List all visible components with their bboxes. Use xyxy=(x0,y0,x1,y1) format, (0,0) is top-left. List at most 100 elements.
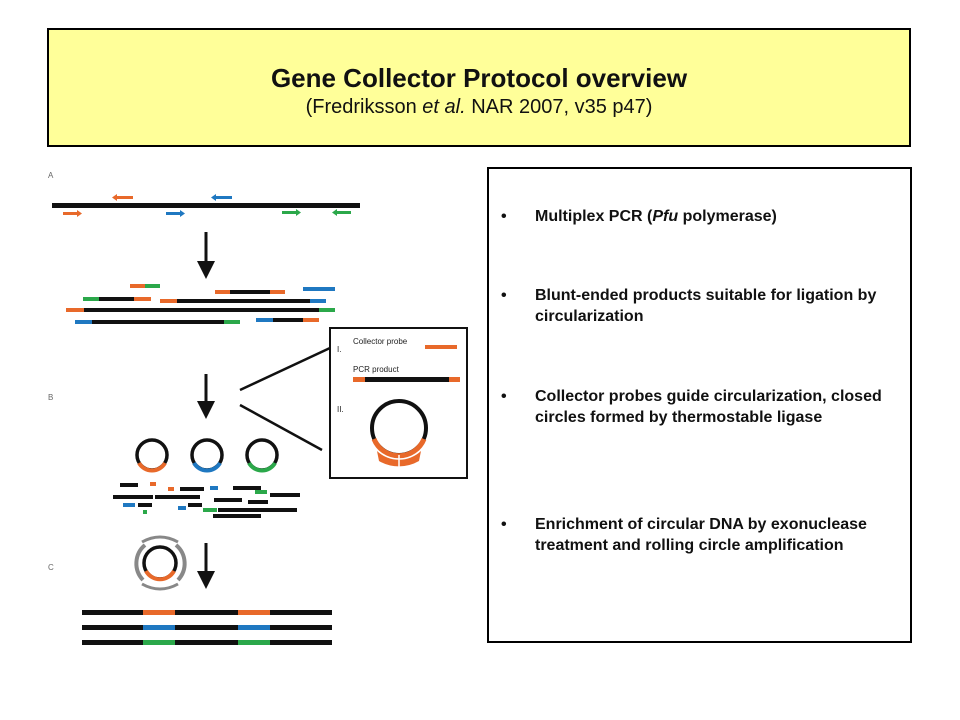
linear-fragment xyxy=(213,514,261,518)
rca-repeat-orange xyxy=(238,610,270,615)
linear-fragment xyxy=(270,493,300,497)
citation-suffix: NAR 2007, v35 p47) xyxy=(465,96,653,118)
linear-fragment xyxy=(120,483,138,487)
circularized-products xyxy=(135,438,279,473)
pcr-product xyxy=(256,318,273,322)
inset-step-2: II. xyxy=(337,405,344,414)
circle-segment-blue xyxy=(192,461,222,473)
linear-fragment xyxy=(123,503,135,507)
primer-orange-left xyxy=(112,194,133,201)
pcr-product xyxy=(303,287,320,291)
linear-fragment xyxy=(143,510,147,514)
inset-circularization-detail: I. Collector probe PCR product II. xyxy=(329,327,468,479)
collector-probe-bound xyxy=(377,451,421,467)
pcr-product xyxy=(320,287,335,291)
primer-blue-right xyxy=(166,210,185,217)
title-box: Gene Collector Protocol overview (Fredri… xyxy=(47,28,911,147)
panel-label-b: B xyxy=(48,393,53,402)
bullet-marker: • xyxy=(501,287,507,304)
citation-prefix: (Fredriksson xyxy=(305,96,423,118)
linear-fragment xyxy=(168,487,174,491)
pcr-product-label: PCR product xyxy=(353,365,400,374)
zoom-line-top xyxy=(239,346,331,392)
pcr-product xyxy=(224,320,240,324)
bullet-list-box: • Multiplex PCR (Pfu polymerase) • Blunt… xyxy=(487,167,912,643)
pcr-products xyxy=(66,284,335,324)
bullet-text-italic: Pfu xyxy=(652,208,679,225)
protocol-figure: A B C xyxy=(48,171,468,645)
pcr-product xyxy=(310,299,326,303)
rca-repeat-orange xyxy=(143,610,175,615)
rca-repeat-blue xyxy=(238,625,270,630)
bullet-marker: • xyxy=(501,388,507,405)
rca-repeat-green xyxy=(143,640,175,645)
pcr-product xyxy=(99,297,134,301)
rca-product-strand-1 xyxy=(82,610,332,615)
pcr-product xyxy=(75,320,92,324)
linear-fragment xyxy=(262,508,297,512)
pcr-product xyxy=(66,308,84,312)
panel-label-c: C xyxy=(48,563,54,572)
pcr-product xyxy=(230,290,270,294)
linear-fragment xyxy=(218,508,263,512)
rca-repeat-blue xyxy=(143,625,175,630)
linear-fragment xyxy=(203,508,217,512)
circle-segment-green xyxy=(247,461,277,473)
linear-fragment xyxy=(248,500,268,504)
linear-fragment xyxy=(214,498,242,502)
pcr-product xyxy=(134,297,151,301)
pcr-product xyxy=(215,290,230,294)
collector-probe-bar xyxy=(425,345,457,349)
pcr-product-bar-right xyxy=(449,377,460,382)
pcr-product-bar-left xyxy=(353,377,365,382)
pcr-product xyxy=(303,318,319,322)
zoom-line-bottom xyxy=(239,403,323,452)
linear-fragment xyxy=(138,503,152,507)
genomic-dna-strand xyxy=(52,203,360,208)
rca-product-strand-2 xyxy=(82,625,332,630)
pcr-product xyxy=(84,308,319,312)
panel-label-a: A xyxy=(48,171,54,180)
rca-product-strand-3 xyxy=(82,640,332,645)
bullet-text: Blunt-ended products suitable for ligati… xyxy=(535,287,877,325)
linear-fragments xyxy=(113,482,300,518)
primer-green-right xyxy=(282,209,301,216)
linear-fragment xyxy=(233,486,261,490)
bullet-marker: • xyxy=(501,208,507,225)
bullet-text: Enrichment of circular DNA by exonucleas… xyxy=(535,516,867,554)
linear-fragment xyxy=(210,486,218,490)
pcr-product xyxy=(270,290,285,294)
enriched-circle-orange xyxy=(144,569,176,582)
linear-fragment xyxy=(178,506,186,510)
primer-arrows xyxy=(63,194,351,217)
pcr-product xyxy=(177,299,310,303)
primer-orange-right xyxy=(63,210,82,217)
primer-blue-left xyxy=(211,194,232,201)
pcr-product xyxy=(145,284,160,288)
pcr-product xyxy=(160,299,177,303)
exonuclease-arc-left xyxy=(134,543,147,582)
citation: (Fredriksson et al. NAR 2007, v35 p47) xyxy=(49,96,909,119)
linear-fragment xyxy=(255,490,267,494)
panel-a-genomic-dna xyxy=(52,194,360,217)
pcr-product xyxy=(83,297,99,301)
circle-segment-orange xyxy=(137,461,167,473)
collector-probe-label: Collector probe xyxy=(353,337,408,346)
panel-c-enrichment xyxy=(82,535,332,645)
pcr-product xyxy=(130,284,145,288)
bullet-text-part: Multiplex PCR ( xyxy=(535,208,653,225)
exonuclease-arc-bottom xyxy=(141,582,179,591)
citation-et-al: et al. xyxy=(422,96,466,118)
linear-fragment xyxy=(155,495,200,499)
pcr-product xyxy=(92,320,224,324)
inset-step-1: I. xyxy=(337,345,341,354)
exonuclease-arc-right xyxy=(174,543,187,582)
exonuclease-arc-top xyxy=(141,535,179,544)
primer-green-left xyxy=(332,209,351,216)
linear-fragment xyxy=(113,495,153,499)
pcr-product xyxy=(273,318,303,322)
linear-fragment xyxy=(180,487,204,491)
bullet-marker: • xyxy=(501,516,507,533)
page-title: Gene Collector Protocol overview xyxy=(270,63,688,93)
linear-fragment xyxy=(188,503,202,507)
